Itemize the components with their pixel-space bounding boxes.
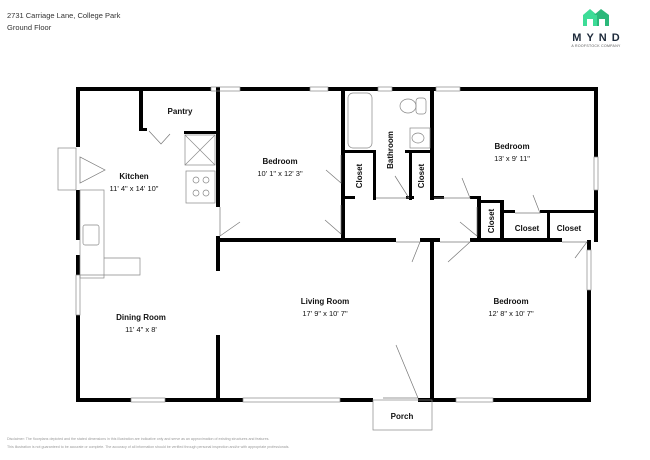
porch-label: Porch (391, 412, 414, 421)
room-kitchen-dims: 11' 4" x 14' 10" (110, 184, 159, 193)
room-pantry-label: Pantry (168, 107, 193, 116)
room-bedroom3-dims: 12' 8" x 10' 7" (488, 309, 534, 318)
walls (76, 87, 598, 402)
room-bedroom3-label: Bedroom (493, 297, 528, 306)
closet5-label: Closet (557, 224, 582, 233)
room-bathroom-label: Bathroom (386, 131, 395, 169)
room-living-dims: 17' 9" x 10' 7" (302, 309, 348, 318)
logo-wordmark: MYND (572, 32, 625, 44)
floor-label: Ground Floor (7, 23, 52, 32)
house-logo-icon (583, 9, 609, 26)
room-dining-dims: 11' 4" x 8' (125, 325, 157, 334)
logo-tagline: A ROOFSTOCK COMPANY (571, 44, 621, 48)
room-bedroom1-dims: 10' 1" x 12' 3" (257, 169, 303, 178)
room-living-label: Living Room (301, 297, 349, 306)
mynd-logo: MYND A ROOFSTOCK COMPANY (556, 8, 636, 48)
room-kitchen-label: Kitchen (119, 172, 148, 181)
room-bedroom2-label: Bedroom (494, 142, 529, 151)
closet3-label: Closet (487, 208, 496, 233)
address: 2731 Carriage Lane, College Park (7, 11, 121, 20)
closet2-label: Closet (417, 163, 426, 188)
disclaimer-line1: Disclaimer: The floorplans depicted and … (7, 437, 270, 441)
disclaimer-line2: This illustration is not guaranteed to b… (7, 445, 290, 449)
closet1-label: Closet (355, 163, 364, 188)
room-bedroom2-dims: 13' x 9' 11" (494, 154, 530, 163)
room-bedroom1-label: Bedroom (262, 157, 297, 166)
room-dining-label: Dining Room (116, 313, 166, 322)
closet4-label: Closet (515, 224, 540, 233)
